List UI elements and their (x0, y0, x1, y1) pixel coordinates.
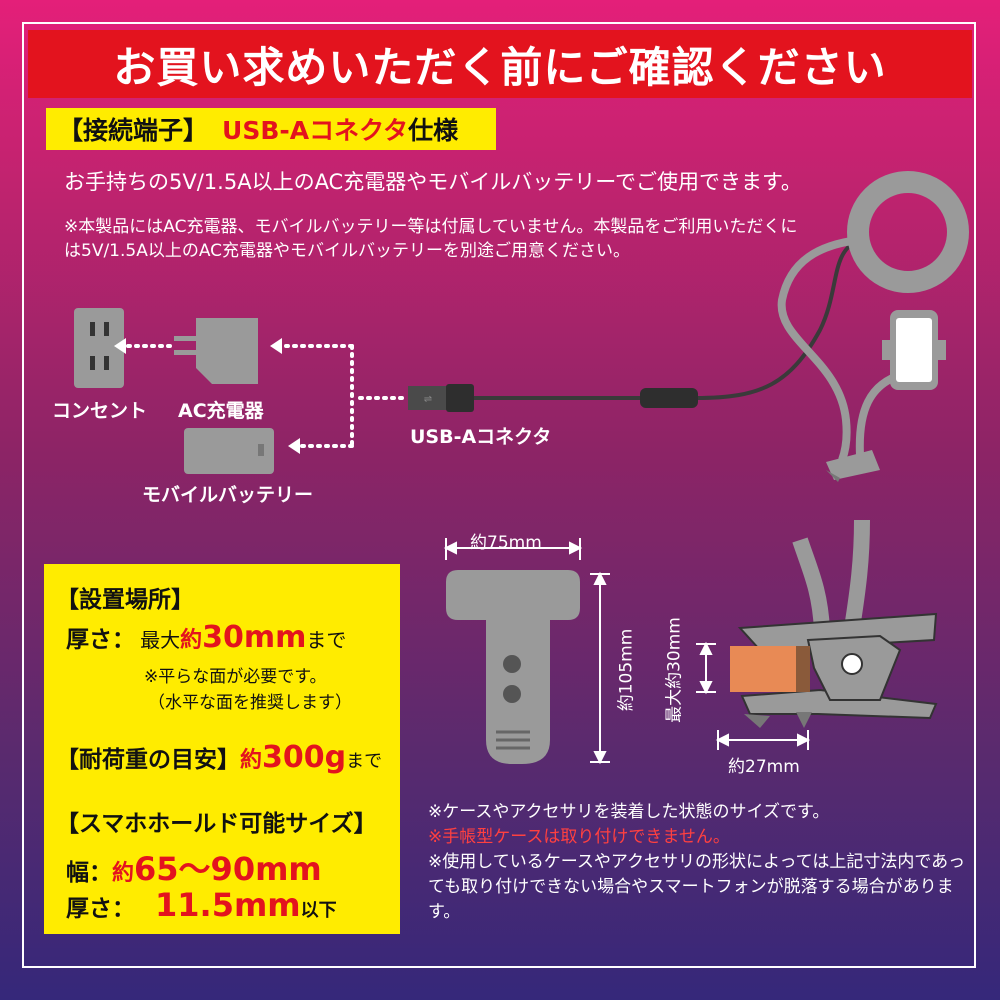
load-header: 【耐荷重の目安】 (56, 747, 240, 773)
holder-thick-suffix: 以下 (300, 900, 337, 921)
page-title: お買い求めいただく前にご確認ください (28, 30, 972, 98)
dimension-lines (443, 538, 811, 765)
arrow-heads (114, 338, 300, 454)
placement-header: 【設置場所】 (56, 587, 194, 613)
dotted-arrows (126, 344, 404, 448)
holder-thick-key: 厚さ： (66, 896, 135, 922)
note-3: ※使用しているケースやアクセサリの形状によっては上記寸法内であっても取り付けでき… (428, 852, 966, 922)
holder-thick-value: 11.5mm (155, 886, 301, 924)
connector-label-suffix: 仕様 (408, 116, 459, 145)
mobile-battery-label: モバイルバッテリー (142, 484, 314, 506)
spec-box: 【設置場所】 厚さ： 最大約30mmまで ※平らな面が必要です。 （水平な面を推… (44, 564, 400, 934)
placement-thickness-suffix: まで (306, 628, 347, 652)
clamp-base-icon (446, 570, 580, 764)
ring-light-icon (847, 171, 969, 293)
holder-width: 幅：約65～90mm (66, 844, 322, 890)
holder-thickness: 厚さ： 11.5mm以下 (66, 886, 337, 924)
inline-switch (640, 388, 698, 408)
holder-header: 【スマホホールド可能サイズ】 (56, 811, 377, 837)
holder-width-value: 65～90mm (134, 850, 322, 888)
mobile-battery-icon (184, 428, 274, 474)
placement-note-a: ※平らな面が必要です。 (144, 667, 327, 687)
surface-block-dark (796, 646, 810, 692)
placement-thickness-value: 30mm (202, 620, 307, 655)
outlet-label: コンセント (52, 400, 148, 422)
placement-thickness-prefix: 最大 (140, 628, 181, 652)
gooseneck-arm-left (777, 236, 859, 462)
dim-width-75: 約75mm (470, 533, 542, 553)
dim-width-27: 約27mm (728, 757, 800, 777)
notes-block: ※ケースやアクセサリを装着した状態のサイズです。 ※手帳型ケースは取り付けできま… (428, 800, 968, 925)
connector-label-red: USB-Aコネクタ (222, 116, 409, 145)
load-approx: 約 (240, 748, 263, 773)
dim-height-105: 約105mm (616, 628, 637, 712)
smartphone-icon (882, 310, 946, 390)
connector-usage-text: お手持ちの5V/1.5A以上のAC充電器やモバイルバッテリーでご使用できます。 (64, 170, 802, 194)
usb-plug-icon: ⇌ (408, 384, 474, 412)
svg-text:⇌: ⇌ (424, 394, 432, 405)
load-suffix: まで (346, 751, 383, 772)
small-clip-icon (826, 450, 880, 482)
load-value: 300g (262, 740, 347, 775)
connector-note: ※本製品にはAC充電器、モバイルバッテリー等は付属していません。本製品をご利用い… (64, 217, 798, 261)
note-1: ※ケースやアクセサリを装着した状態のサイズです。 (428, 802, 830, 822)
holder-width-approx: 約 (112, 861, 135, 886)
ac-charger-label: AC充電器 (178, 400, 264, 422)
placement-note-b: （水平な面を推奨します） (148, 693, 352, 713)
load-line: 【耐荷重の目安】約300gまで (56, 740, 382, 775)
usb-cable (474, 238, 861, 400)
page-frame (22, 22, 976, 968)
dim-max-30: 最大約30mm (664, 617, 685, 723)
connector-label-key: 【接続端子】 (58, 116, 209, 145)
holder-width-key: 幅： (66, 860, 112, 886)
clamp-icon (737, 519, 938, 728)
usb-a-label: USB-Aコネクタ (410, 426, 552, 448)
connector-label: 【接続端子】 USB-Aコネクタ 仕様 (46, 108, 496, 150)
ac-charger-icon (174, 318, 258, 384)
outlet-icon (74, 308, 124, 388)
placement-thickness-key: 厚さ： (66, 627, 135, 653)
placement-thickness-approx: 約 (180, 628, 203, 653)
placement-thickness: 厚さ： 最大約30mmまで (66, 620, 346, 655)
note-2: ※手帳型ケースは取り付けできません。 (428, 827, 730, 847)
